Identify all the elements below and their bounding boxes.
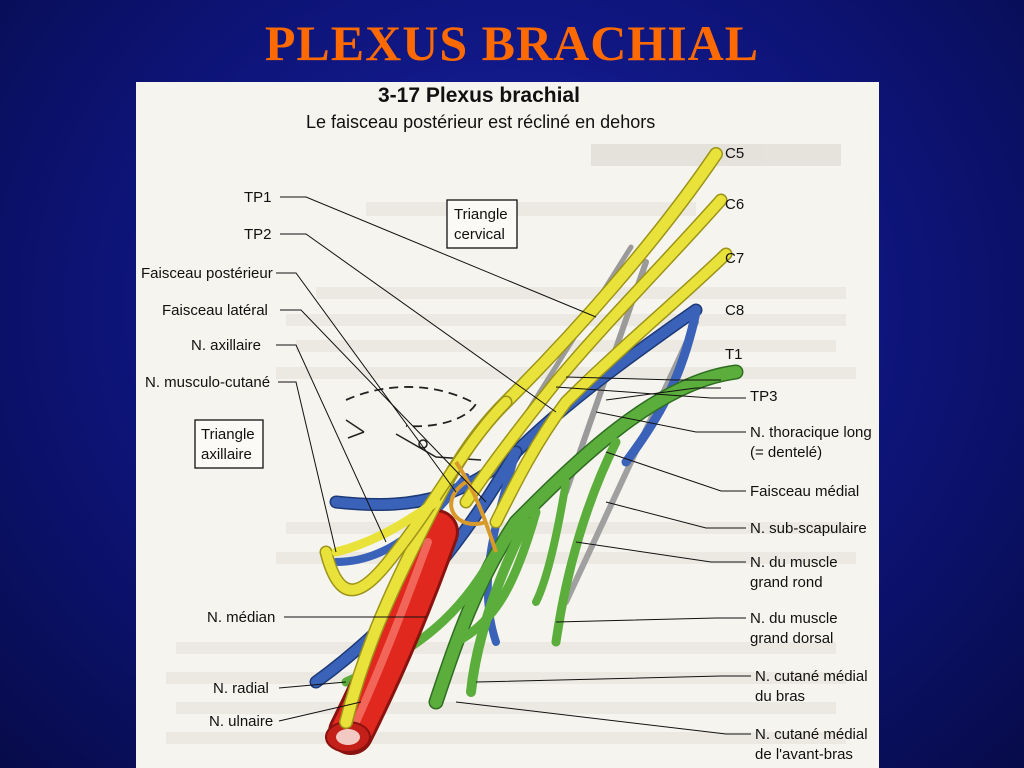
label-c5: C5 bbox=[725, 145, 744, 162]
label-c8: C8 bbox=[725, 302, 744, 319]
label-n-grand-dorsal-2: grand dorsal bbox=[750, 630, 833, 647]
label-tp1: TP1 bbox=[244, 189, 272, 206]
label-n-grand-rond-2: grand rond bbox=[750, 574, 823, 591]
triangle-axillaire-line2: axillaire bbox=[201, 446, 252, 463]
plexus-diagram: 3-17 Plexus brachial Le faisceau postéri… bbox=[141, 84, 872, 763]
axillary-artery bbox=[325, 509, 459, 755]
label-tp3: TP3 bbox=[750, 388, 778, 405]
dashed-outline bbox=[345, 386, 478, 428]
label-faisceau-posterieur: Faisceau postérieur bbox=[141, 265, 273, 282]
label-n-axillaire: N. axillaire bbox=[191, 337, 261, 354]
label-t1: T1 bbox=[725, 346, 743, 363]
label-n-cutane-bras-2: du bras bbox=[755, 688, 805, 705]
label-tp2: TP2 bbox=[244, 226, 272, 243]
label-n-musculo-cutane: N. musculo-cutané bbox=[145, 374, 270, 391]
label-n-grand-dorsal-1: N. du muscle bbox=[750, 610, 838, 627]
brachial-plexus-figure: 3-17 Plexus brachial Le faisceau postéri… bbox=[136, 82, 879, 768]
triangle-cervical-box: Triangle cervical bbox=[446, 199, 518, 249]
left-leader-lines bbox=[276, 196, 597, 722]
label-n-thoracique-long-2: (= dentelé) bbox=[750, 444, 822, 461]
ghost-line bbox=[286, 314, 846, 326]
triangle-axillaire-box: Triangle axillaire bbox=[194, 419, 264, 469]
figure-subtitle: Le faisceau postérieur est récliné en de… bbox=[306, 112, 655, 132]
ghost-line bbox=[316, 287, 846, 299]
triangle-axillaire-line1: Triangle bbox=[201, 426, 255, 443]
label-n-cutane-avant-bras-2: de l'avant-bras bbox=[755, 746, 853, 763]
label-n-radial: N. radial bbox=[213, 680, 269, 697]
label-c6: C6 bbox=[725, 196, 744, 213]
right-leader-lines bbox=[455, 376, 751, 735]
triangle-cervical-line2: cervical bbox=[454, 226, 505, 243]
slide-title: PLEXUS BRACHIAL bbox=[264, 15, 760, 71]
orange-vessel-loop bbox=[449, 480, 487, 526]
ghost-line bbox=[176, 642, 836, 654]
retraction-arrow bbox=[345, 419, 365, 439]
orange-vessel bbox=[454, 460, 498, 553]
label-faisceau-medial: Faisceau médial bbox=[750, 483, 859, 500]
label-c7: C7 bbox=[725, 250, 744, 267]
label-n-ulnaire: N. ulnaire bbox=[209, 713, 273, 730]
label-n-sub-scapulaire: N. sub-scapulaire bbox=[750, 520, 867, 537]
label-n-cutane-bras-1: N. cutané médial bbox=[755, 668, 868, 685]
yellow-nerves bbox=[319, 147, 733, 729]
label-n-median: N. médian bbox=[207, 609, 275, 626]
label-n-cutane-avant-bras-1: N. cutané médial bbox=[755, 726, 868, 743]
figure-title: 3-17 Plexus brachial bbox=[378, 84, 580, 107]
label-n-thoracique-long-1: N. thoracique long bbox=[750, 424, 872, 441]
hook-eyelet bbox=[418, 439, 428, 449]
label-n-grand-rond-1: N. du muscle bbox=[750, 554, 838, 571]
triangle-cervical-line1: Triangle bbox=[454, 206, 508, 223]
label-faisceau-lateral: Faisceau latéral bbox=[162, 302, 268, 319]
ghost-line bbox=[366, 202, 696, 216]
